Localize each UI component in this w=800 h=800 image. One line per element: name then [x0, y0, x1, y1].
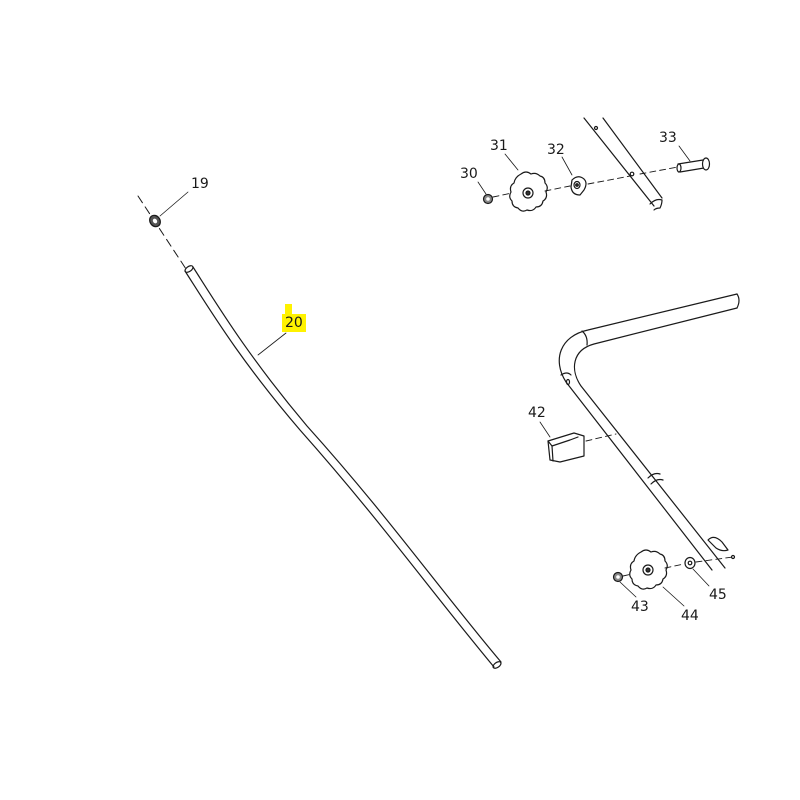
part-45-washer: [684, 556, 734, 587]
part-42-clip: [539, 421, 617, 463]
callout-19: 19: [191, 176, 209, 192]
callout-31: 31: [490, 138, 508, 154]
callout-43: 43: [631, 599, 649, 615]
highlight-tab: [285, 304, 292, 314]
callout-20[interactable]: 20: [282, 314, 306, 332]
callout-44: 44: [681, 608, 699, 624]
handle-upper-tube: [583, 117, 679, 211]
callout-30: 30: [460, 166, 478, 182]
part-20-rod: [184, 265, 502, 669]
callout-45: 45: [709, 587, 727, 603]
part-32-washer: [561, 156, 631, 196]
callout-33: 33: [659, 130, 677, 146]
callout-32: 32: [547, 142, 565, 158]
part-33-bolt: [676, 145, 711, 173]
part-44-knob: [629, 549, 685, 607]
part-19-nut: [137, 191, 189, 273]
handle-lower-frame: [558, 293, 740, 571]
part-30-nut: [477, 181, 513, 205]
part-31-knob: [504, 153, 571, 212]
callout-42: 42: [528, 405, 546, 421]
